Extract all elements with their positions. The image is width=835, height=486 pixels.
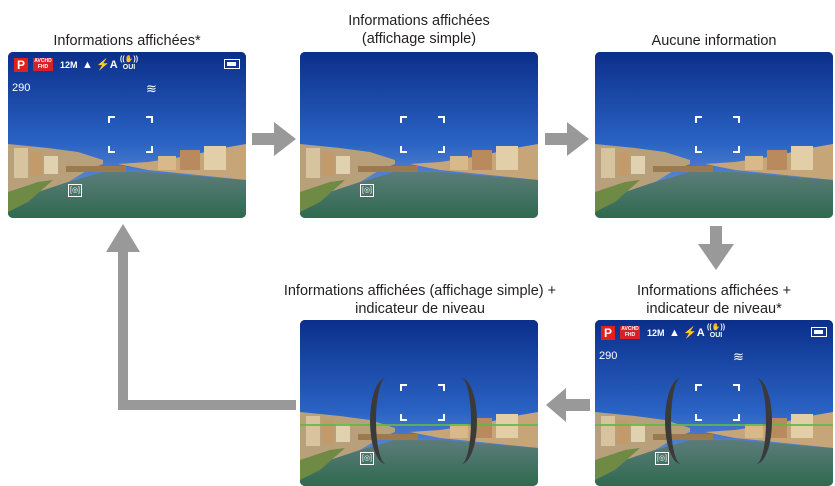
level-indicator-right-icon	[445, 378, 477, 464]
battery-icon	[811, 327, 827, 337]
screen-info-simple: [◎]	[300, 52, 538, 218]
af-frame-bl-icon	[400, 414, 407, 421]
metering-icon: [◎]	[360, 184, 374, 197]
level-line	[595, 424, 833, 426]
af-frame-br-icon	[146, 146, 153, 153]
metering-icon: [◎]	[360, 452, 374, 465]
level-indicator-left-icon	[370, 378, 402, 464]
af-frame-tl-icon	[108, 116, 115, 123]
mode-p-icon: P	[14, 58, 28, 72]
caption-screen-none: Aucune information	[651, 33, 777, 49]
af-frame-tl-icon	[400, 384, 407, 391]
stabilizer-icon: ((✋))OUI	[707, 324, 726, 339]
af-frame-tl-icon	[695, 116, 702, 123]
af-frame-tr-icon	[146, 116, 153, 123]
af-frame-tr-icon	[438, 116, 445, 123]
af-frame-tr-icon	[733, 116, 740, 123]
arrow-right-1-icon	[252, 122, 296, 156]
caption-screen-info: Informations affichées*	[53, 33, 201, 49]
level-line	[300, 424, 538, 426]
caption-screen-simple-level-line1: Informations affichées (affichage simple…	[283, 283, 557, 299]
af-frame-bl-icon	[695, 414, 702, 421]
battery-icon	[224, 59, 240, 69]
caption-screen-info-level: Informations affichées + indicateur de n…	[595, 282, 833, 318]
caption-screen-info-level-line2: indicateur de niveau*	[646, 301, 782, 317]
af-frame-tl-icon	[400, 116, 407, 123]
intelligent-exposure-icon: ≋	[146, 81, 157, 96]
flash-icon: ⚡A	[683, 327, 705, 339]
flash-icon: ⚡A	[96, 59, 118, 71]
level-indicator-right-icon	[740, 378, 772, 464]
af-frame-br-icon	[733, 414, 740, 421]
quality-icon: ▲	[669, 327, 680, 339]
af-frame-br-icon	[438, 414, 445, 421]
af-frame-tr-icon	[438, 384, 445, 391]
caption-screen-simple-level: Informations affichées (affichage simple…	[230, 282, 610, 318]
shots-remaining: 290	[12, 82, 31, 94]
level-indicator-left-icon	[665, 378, 697, 464]
arrow-right-2-icon	[545, 122, 589, 156]
af-frame-br-icon	[733, 146, 740, 153]
caption-screen-simple: Informations affichées (affichage simple…	[300, 12, 538, 48]
metering-icon: [◎]	[655, 452, 669, 465]
caption-screen-simple-line1: Informations affichées	[348, 13, 490, 29]
arrow-left-icon	[546, 388, 590, 422]
shots-remaining: 290	[599, 350, 618, 362]
stabilizer-icon: ((✋))OUI	[120, 56, 139, 71]
caption-screen-simple-level-line2: indicateur de niveau	[355, 301, 485, 317]
af-frame-bl-icon	[695, 146, 702, 153]
af-frame-br-icon	[438, 146, 445, 153]
picture-size-icon: 12M	[60, 60, 78, 70]
af-frame-bl-icon	[108, 146, 115, 153]
af-frame-tr-icon	[733, 384, 740, 391]
screen-no-info	[595, 52, 833, 218]
screen-simple-level: [◎]	[300, 320, 538, 486]
af-frame-bl-icon	[400, 146, 407, 153]
caption-screen-info-level-line1: Informations affichées +	[636, 283, 792, 299]
arrow-down-icon	[698, 226, 734, 270]
intelligent-exposure-icon: ≋	[733, 349, 744, 364]
caption-screen-simple-line2: (affichage simple)	[361, 31, 477, 47]
mode-p-icon: P	[601, 326, 615, 340]
af-frame-tl-icon	[695, 384, 702, 391]
metering-icon: [◎]	[68, 184, 82, 197]
picture-size-icon: 12M	[647, 328, 665, 338]
quality-icon: ▲	[82, 59, 93, 71]
